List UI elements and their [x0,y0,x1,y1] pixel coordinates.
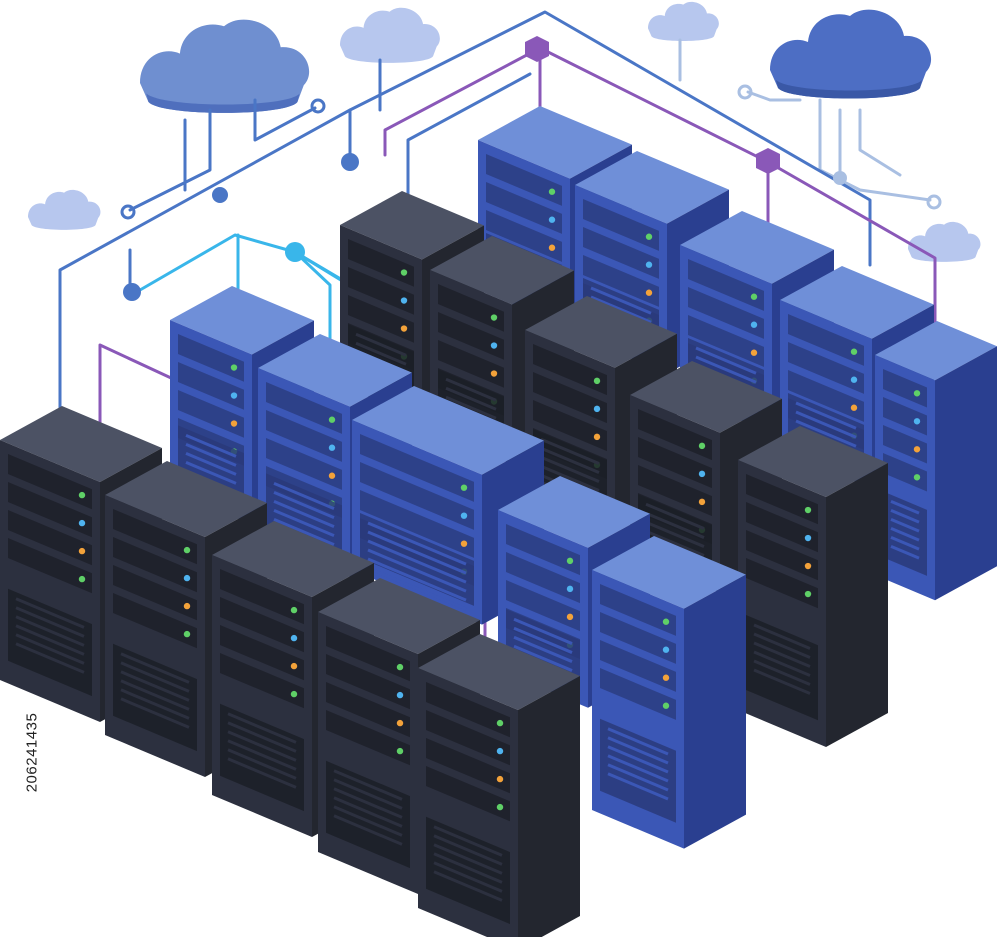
network-node-icon [285,242,305,262]
cloud-icon [340,7,440,63]
server-rack-icon [525,296,677,528]
clouds [28,1,981,262]
network-node-icon [525,36,549,62]
cloud-icon [908,221,981,262]
server-rack-icon [738,426,888,747]
server-rack-icon [875,321,997,601]
server-racks [0,106,997,937]
server-rack-icon [592,536,746,849]
network-node-icon [756,148,780,174]
server-rack-icon [418,634,580,937]
cloud-icon [770,9,932,99]
cloud-icon [28,189,101,230]
cloud-icon [648,1,719,41]
stock-id-label: 206241435 [23,712,41,793]
server-rack-icon [352,386,544,625]
cloud-icon [140,19,310,113]
